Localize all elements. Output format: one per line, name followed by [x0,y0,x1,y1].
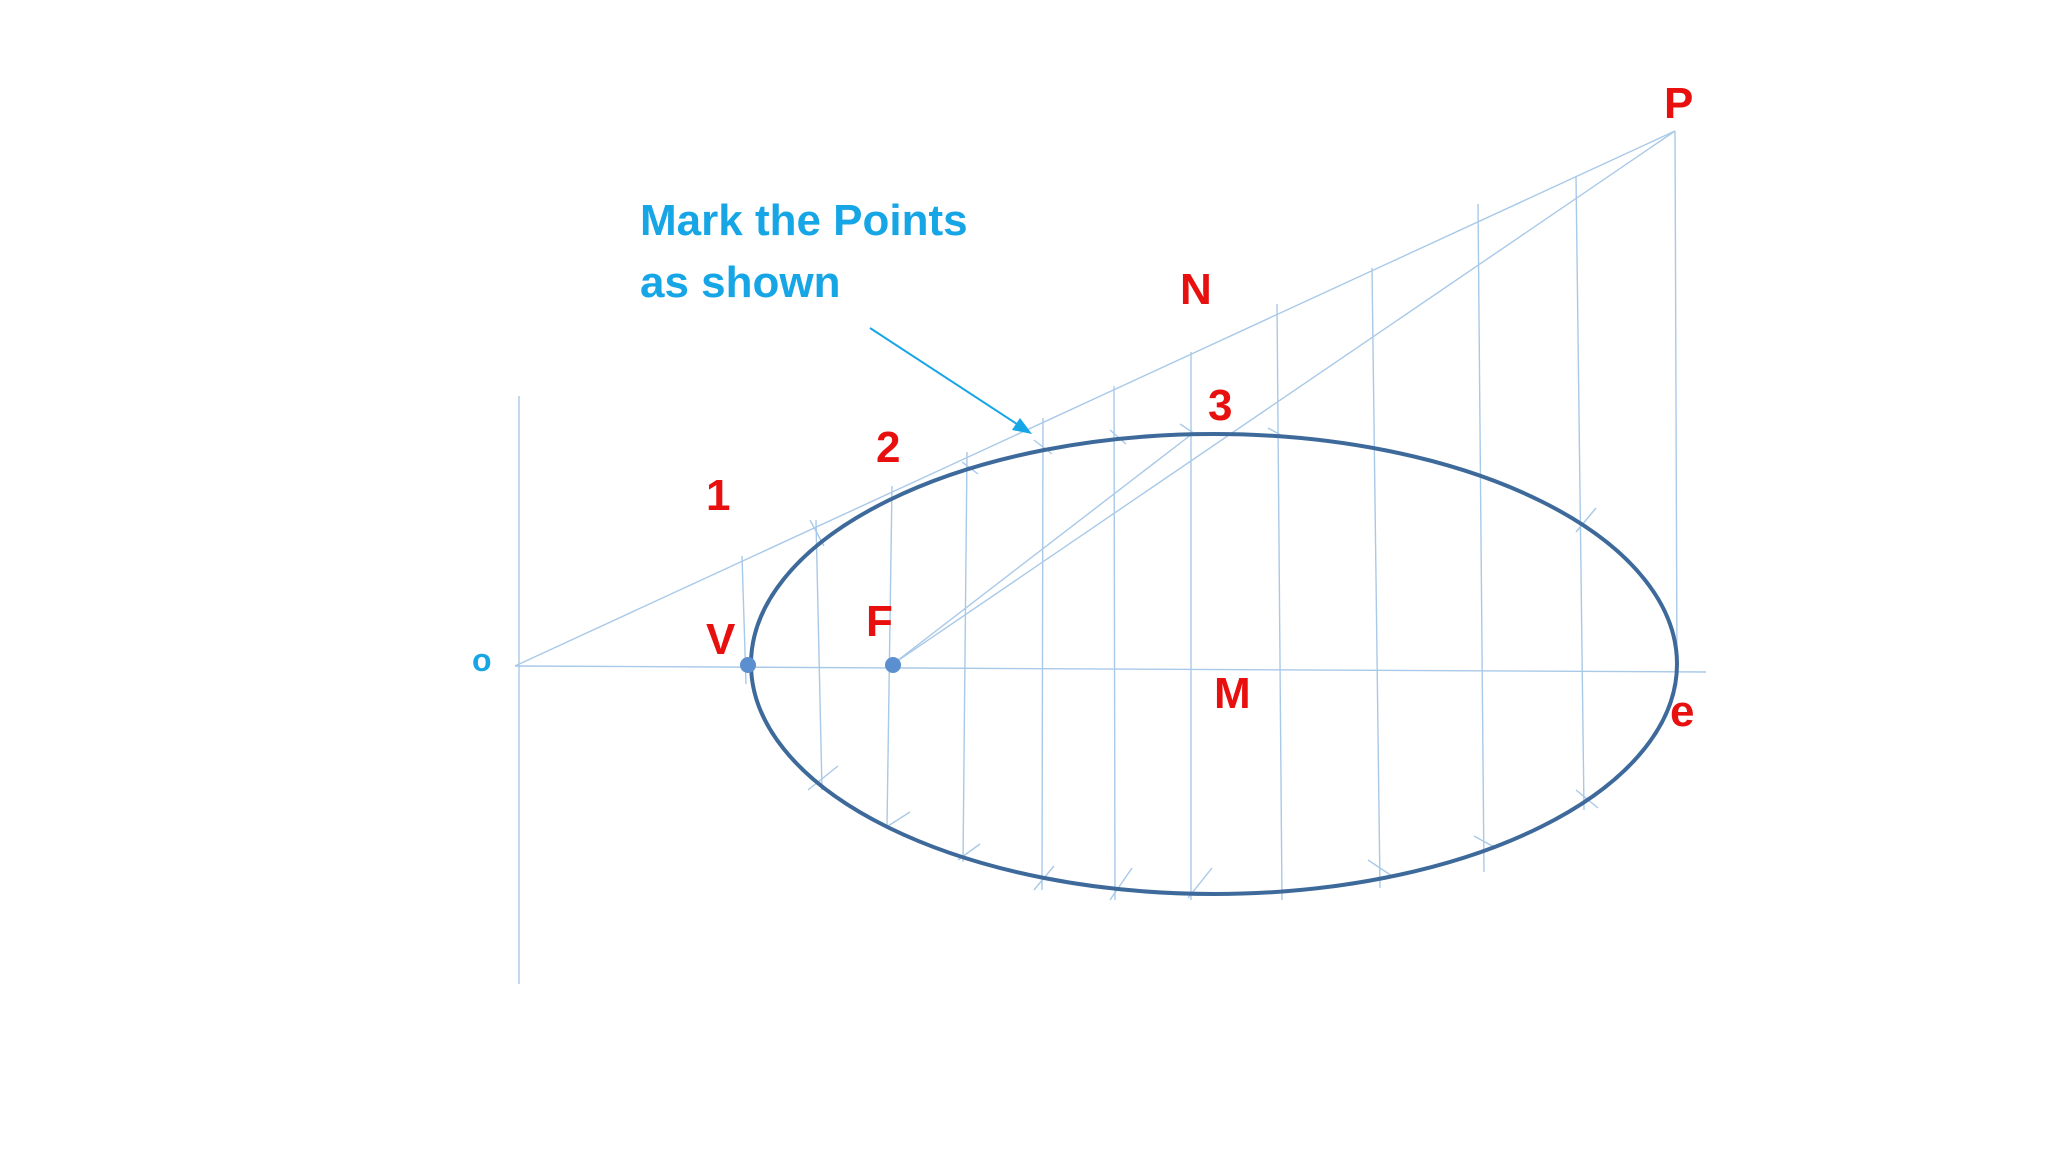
tick-mark [887,811,911,827]
ordinate-line [1113,385,1116,901]
eccentricity-line [514,130,1676,667]
vertex-point-v [740,657,756,673]
label-2: 2 [876,423,901,472]
focus-point-f [885,657,901,673]
ordinate-line [886,485,893,827]
construction-lines [514,130,1707,984]
ordinate-line [1575,175,1585,811]
ordinate-line [1477,203,1485,873]
tick-mark [1575,507,1597,533]
label-n: N [1180,265,1212,314]
annotation-arrow [869,327,1032,434]
arrow-head [1012,418,1032,434]
label-e: e [1670,687,1695,736]
line-f-to-p [892,130,1676,665]
label-1: 1 [706,471,731,520]
vertical-line-e [1674,130,1678,671]
label-v: V [706,615,736,664]
ordinate-line [815,519,823,791]
ordinate-line [1041,417,1044,891]
label-p: P [1664,79,1694,128]
label-o: o [472,642,492,678]
ordinate-line [1276,303,1283,901]
tick-mark [1033,439,1053,455]
label-3: 3 [1208,381,1233,430]
tick-mark [1367,859,1393,877]
tick-mark [807,765,839,791]
label-f: F [866,597,893,646]
ordinate-line [1371,267,1381,889]
major-axis-line [514,665,1707,673]
annotation-line-2: as shown [640,258,841,307]
annotation-text: Mark the Points as shown [640,190,968,314]
tick-mark [1109,867,1133,901]
annotation-line-1: Mark the Points [640,196,968,245]
ordinate-line [962,451,968,863]
arrow-shaft [869,327,1021,427]
label-m: M [1214,669,1251,718]
